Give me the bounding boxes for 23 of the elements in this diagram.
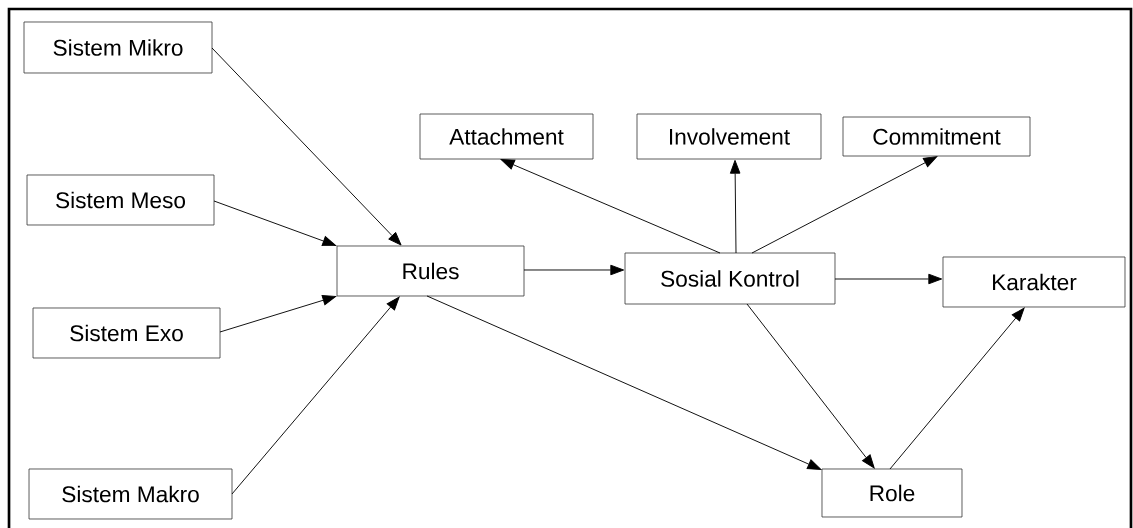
arrow bbox=[834, 273, 943, 285]
arrow bbox=[213, 200, 337, 247]
label-box: Sosial Kontrol bbox=[624, 252, 836, 305]
arrow bbox=[889, 307, 1025, 470]
label-box: Rules bbox=[336, 245, 525, 297]
arrow bbox=[231, 296, 400, 495]
label-box: Karakter bbox=[942, 256, 1126, 308]
arrow bbox=[523, 264, 625, 276]
label-box: Commitment bbox=[842, 116, 1031, 157]
label-box: Attachment bbox=[419, 113, 594, 160]
arrow bbox=[746, 303, 875, 469]
label-box: Sistem Exo bbox=[32, 307, 221, 359]
arrow bbox=[751, 156, 938, 254]
label-box: Sistem Makro bbox=[28, 468, 233, 520]
label-box: Sistem Mikro bbox=[23, 21, 213, 74]
arrow bbox=[500, 159, 721, 254]
label-box: Role bbox=[821, 468, 963, 518]
arrow bbox=[729, 159, 741, 254]
label-box: Involvement bbox=[636, 113, 822, 160]
arrow bbox=[211, 47, 402, 246]
label-box: Sistem Meso bbox=[26, 174, 215, 226]
arrow bbox=[219, 295, 337, 333]
arrow bbox=[426, 295, 822, 470]
